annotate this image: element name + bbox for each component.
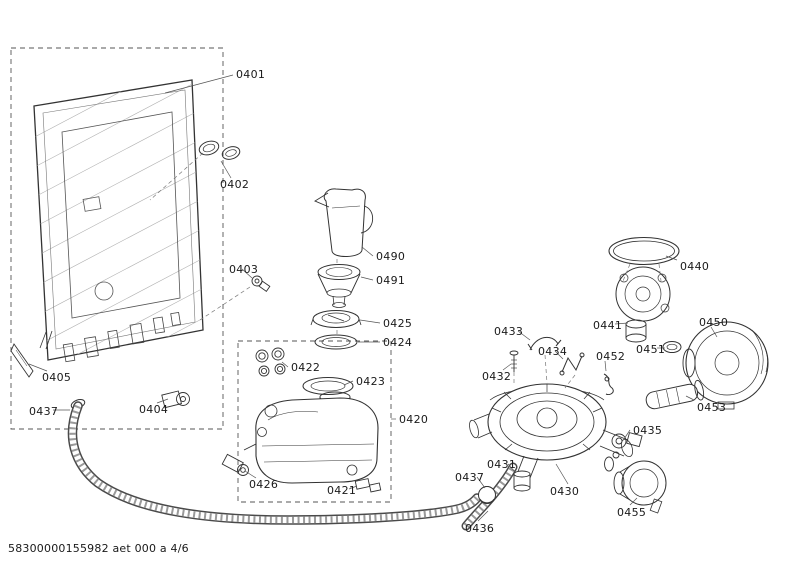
part-label-0440[interactable]: 0440 xyxy=(680,260,710,273)
pump-head-0441 xyxy=(615,266,671,343)
clip-0421 xyxy=(354,478,382,493)
heat-exchanger-unit-0420 xyxy=(243,391,379,484)
salt-cap-0425 xyxy=(310,310,362,328)
part-label-0450[interactable]: 0450 xyxy=(699,316,729,329)
part-label-0424[interactable]: 0424 xyxy=(383,336,413,349)
part-label-0453[interactable]: 0453 xyxy=(697,401,727,414)
fitting-0426 xyxy=(221,453,249,476)
funnel-0491 xyxy=(317,264,361,308)
check-valve-0431 xyxy=(513,470,531,492)
part-label-0425[interactable]: 0425 xyxy=(383,317,413,330)
part-label-0401[interactable]: 0401 xyxy=(236,68,266,81)
tank-body xyxy=(33,79,204,363)
spring-clamp-0434 xyxy=(559,352,585,376)
valve-0404 xyxy=(161,390,190,409)
hose-connector-0437 xyxy=(478,486,496,504)
part-label-0441[interactable]: 0441 xyxy=(593,319,623,332)
part-label-0420[interactable]: 0420 xyxy=(399,413,429,426)
ring-0423 xyxy=(302,377,354,395)
part-label-0402[interactable]: 0402 xyxy=(220,178,250,191)
part-label-0430[interactable]: 0430 xyxy=(550,485,580,498)
part-label-0437-connector[interactable]: 0437 xyxy=(455,471,485,484)
part-label-0431[interactable]: 0431 xyxy=(487,458,517,471)
part-label-0490[interactable]: 0490 xyxy=(376,250,406,263)
part-label-0452[interactable]: 0452 xyxy=(596,350,626,363)
part-label-0404[interactable]: 0404 xyxy=(139,403,169,416)
sump-assembly-0430 xyxy=(469,383,634,479)
part-label-0433[interactable]: 0433 xyxy=(494,325,524,338)
heat-exchanger-boundary xyxy=(237,340,392,503)
part-label-0422[interactable]: 0422 xyxy=(291,361,321,374)
part-label-0435[interactable]: 0435 xyxy=(633,424,663,437)
drain-hose-0437 xyxy=(67,399,482,525)
part-label-0436[interactable]: 0436 xyxy=(465,522,495,535)
bracket-0405 xyxy=(10,343,34,378)
alignment-dashes xyxy=(149,152,662,389)
valve-0435 xyxy=(604,432,643,472)
circulation-motor-0450 xyxy=(682,321,769,410)
part-label-0421[interactable]: 0421 xyxy=(327,484,357,497)
seal-rings-0402 xyxy=(198,140,241,160)
part-label-0405[interactable]: 0405 xyxy=(42,371,72,384)
document-number: 58300000155982 aet 000 a 4/6 xyxy=(8,542,189,555)
leader-lines xyxy=(28,74,718,522)
seals-0422 xyxy=(255,347,286,377)
drain-pump-0455 xyxy=(613,460,667,514)
seal-0451 xyxy=(662,341,682,353)
part-label-0451[interactable]: 0451 xyxy=(636,343,666,356)
clip-0433 xyxy=(527,336,562,351)
part-label-0403[interactable]: 0403 xyxy=(229,263,259,276)
flow-heater-0453 xyxy=(645,379,705,410)
screw-0432 xyxy=(509,350,519,372)
fitting-0403 xyxy=(251,275,271,292)
part-label-0455[interactable]: 0455 xyxy=(617,506,647,519)
o-ring-0440 xyxy=(608,236,680,266)
filler-jug-0490 xyxy=(314,188,374,257)
part-label-0432[interactable]: 0432 xyxy=(482,370,512,383)
seal-ring-0424 xyxy=(314,334,358,350)
bracket-0452 xyxy=(603,373,614,395)
part-label-0426[interactable]: 0426 xyxy=(249,478,279,491)
part-label-0434[interactable]: 0434 xyxy=(538,345,568,358)
part-label-0423[interactable]: 0423 xyxy=(356,375,386,388)
part-label-0491[interactable]: 0491 xyxy=(376,274,406,287)
part-label-0437-hose[interactable]: 0437 xyxy=(29,405,59,418)
